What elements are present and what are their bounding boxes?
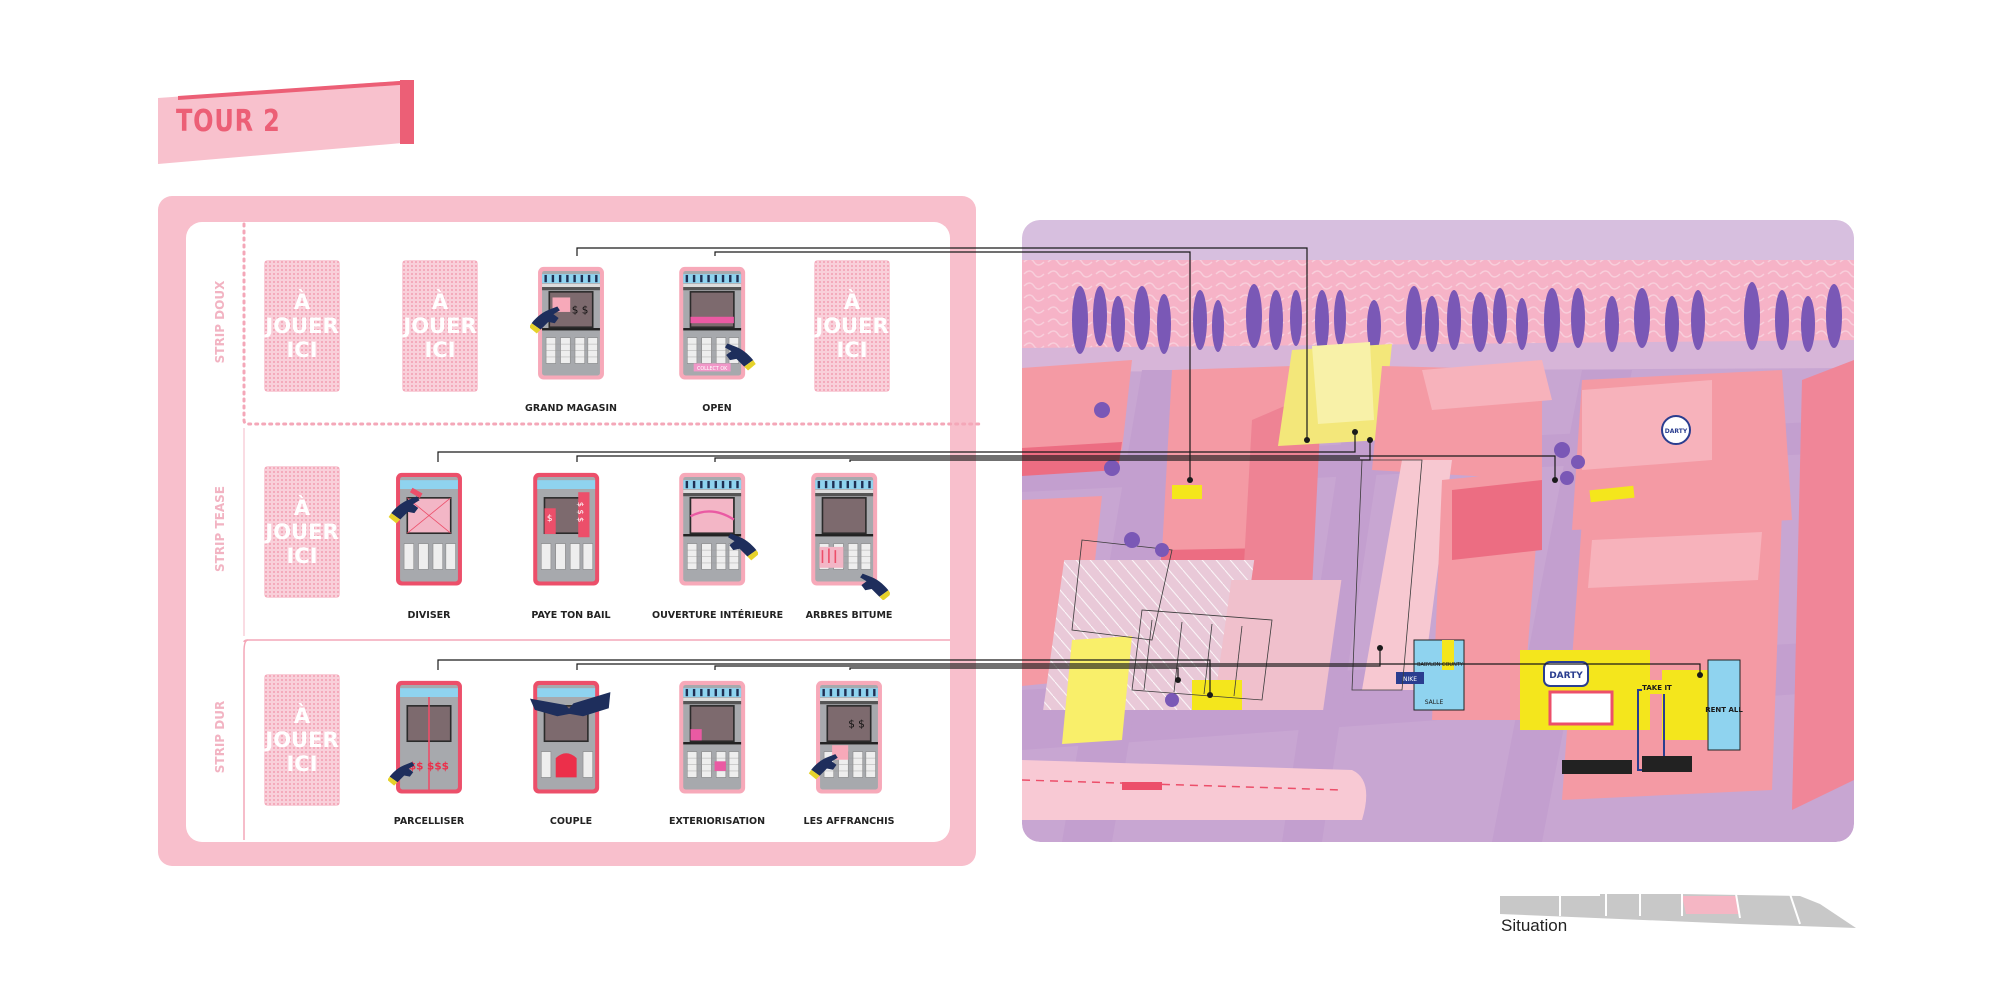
- handshake-icon: [530, 692, 611, 717]
- game-card-diviser[interactable]: [388, 460, 470, 600]
- row-label-strip-dur: STRIP DUR: [213, 700, 227, 774]
- game-card-couple[interactable]: [530, 668, 612, 808]
- sign-text: COLLECT OK: [697, 366, 728, 372]
- game-card-les-affranchis[interactable]: $ $: [808, 668, 890, 808]
- money-text: $ $: [848, 719, 865, 731]
- placeholder-card[interactable]: À JOUER ICI: [264, 466, 340, 598]
- map-sign-darty-roof: DARTY: [1665, 428, 1688, 435]
- hammer-icon: [388, 487, 423, 524]
- situation-label: Situation: [1501, 916, 1568, 935]
- row-dividers: [242, 222, 982, 840]
- game-card-parcelliser[interactable]: $$ $$$: [388, 668, 470, 808]
- game-card-paye-ton-bail[interactable]: $ $ $ $: [530, 460, 612, 600]
- game-card-arbres-bitume[interactable]: [808, 460, 890, 600]
- game-card-exteriorisation[interactable]: [676, 668, 758, 808]
- billboards: DARTY TAKE IT RENT ALL DARTY NIKE BABYLO…: [1396, 415, 1743, 774]
- card-label: OUVERTURE INTÉRIEURE: [652, 610, 784, 621]
- row-label-strip-doux: STRIP DOUX: [213, 280, 227, 364]
- card-label: ARBRES BITUME: [805, 610, 893, 621]
- game-card-ouverture-interieure[interactable]: [676, 460, 758, 600]
- map-sign-salle: SALLE: [1425, 699, 1444, 706]
- money-text: $: [547, 514, 553, 524]
- placeholder-card[interactable]: À JOUER ICI: [264, 674, 340, 806]
- money-text: $$ $$$: [409, 760, 449, 772]
- map-sign-take-it: TAKE IT: [1642, 684, 1672, 692]
- game-card-open[interactable]: COLLECT OK: [676, 254, 758, 394]
- card-label: PAYE TON BAIL: [531, 610, 611, 621]
- money-text: $ $: [572, 305, 589, 317]
- card-label: GRAND MAGASIN: [525, 403, 617, 414]
- card-label: OPEN: [702, 403, 732, 414]
- map-sign-nike: NIKE: [1403, 676, 1417, 683]
- card-label: COUPLE: [549, 816, 593, 827]
- placeholder-card[interactable]: À JOUER ICI: [814, 260, 890, 392]
- card-label: DIVISER: [407, 610, 451, 621]
- placeholder-card[interactable]: À JOUER ICI: [264, 260, 340, 392]
- map-frame: [1022, 220, 1854, 842]
- title-banner: [158, 80, 414, 164]
- card-label: LES AFFRANCHIS: [803, 816, 895, 827]
- money-text-vertical: $ $ $: [576, 502, 585, 522]
- situation-key-map: [1500, 894, 1856, 928]
- card-label: PARCELLISER: [393, 816, 465, 827]
- row-label-strip-tease: STRIP TEASE: [213, 486, 227, 573]
- page-title: TOUR 2: [176, 104, 281, 139]
- game-card-grand-magasin[interactable]: $ $: [530, 254, 612, 394]
- card-label: EXTERIORISATION: [668, 816, 766, 827]
- map-sign-rent-all: RENT ALL: [1705, 706, 1743, 714]
- placeholder-card[interactable]: À JOUER ICI: [402, 260, 478, 392]
- map-sign-darty: DARTY: [1549, 671, 1583, 681]
